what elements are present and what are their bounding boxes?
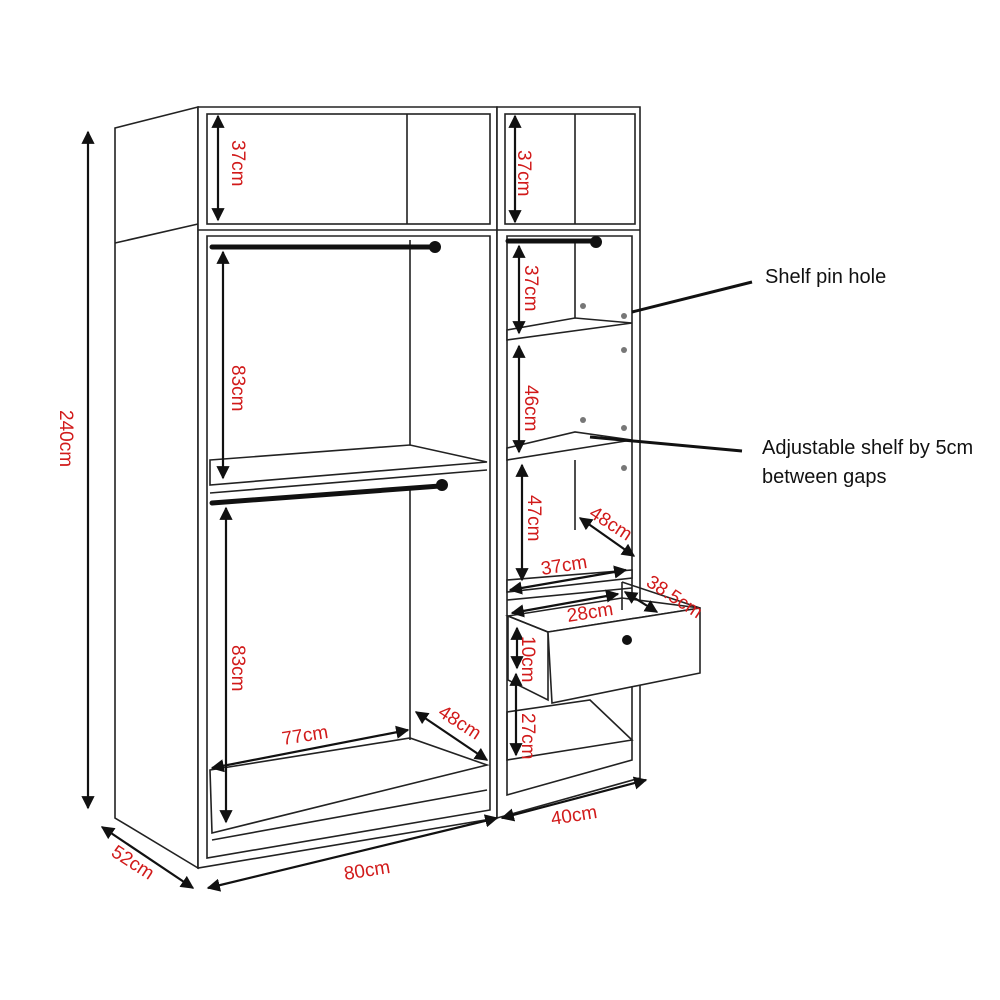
drawer-knob (622, 635, 632, 645)
wardrobe-side-panel (114, 105, 199, 870)
hanging-rail-lower (209, 483, 443, 506)
callout-adjustable-shelf-2: between gaps (762, 466, 887, 488)
dim-right-shelf-1: 37cm (520, 265, 541, 311)
dimension-arrows (81, 114, 753, 892)
dim-height-total: 240cm (55, 410, 76, 467)
callout-shelf-pin-hole: Shelf pin hole (765, 266, 886, 288)
dim-width-left: 80cm (342, 857, 391, 885)
dim-right-shelf-2: 46cm (520, 385, 541, 431)
dim-bottom-compartment: 27cm (517, 713, 538, 759)
dim-drawer-height: 10cm (517, 636, 538, 682)
dim-width-right: 40cm (549, 802, 598, 830)
right-cabinet (496, 106, 641, 820)
callout-line-pin (631, 280, 753, 314)
callout-line-shelf (589, 435, 743, 453)
dim-left-upper-hanging: 83cm (227, 365, 248, 411)
dim-left-top: 37cm (227, 140, 248, 186)
dim-left-lower-hanging: 83cm (227, 645, 248, 691)
left-cabinet (197, 106, 498, 869)
callout-adjustable-shelf-1: Adjustable shelf by 5cm (762, 437, 973, 459)
dim-right-shelf-3: 47cm (523, 495, 544, 541)
dim-right-top: 37cm (513, 150, 534, 196)
